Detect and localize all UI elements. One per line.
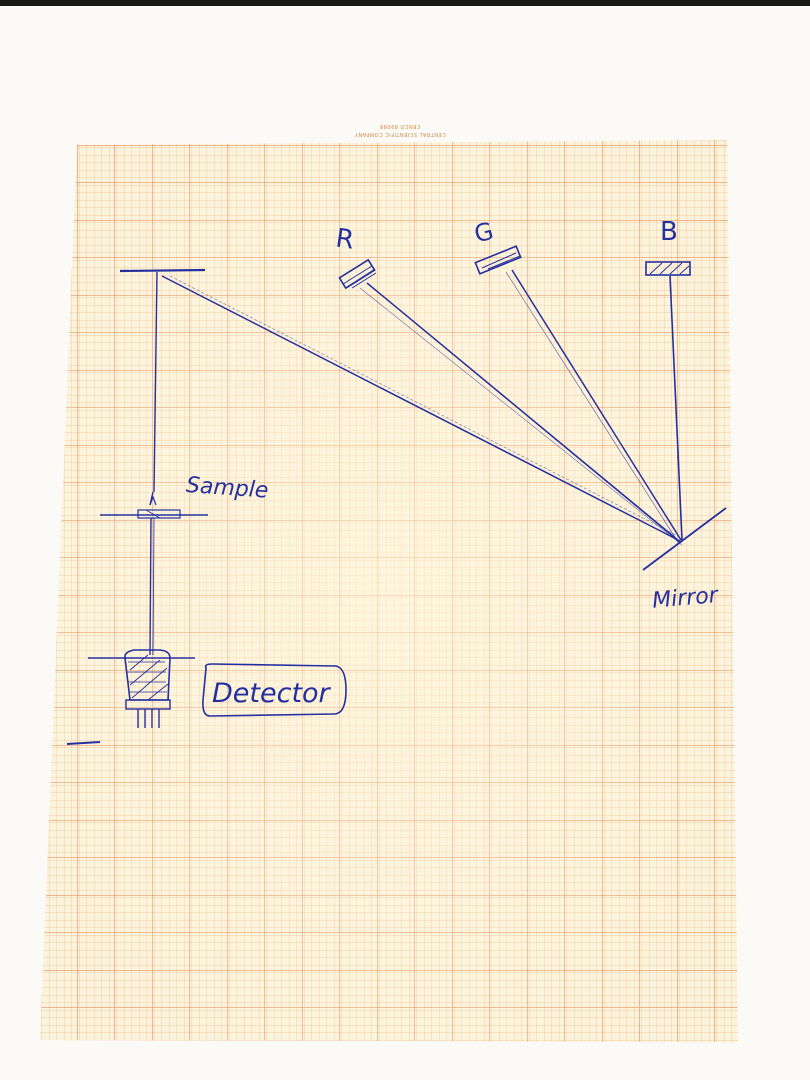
vertical-beam: [149, 271, 158, 656]
paper-printer-caption: CENTRAL SCIENTIFIC COMPANY CENCO 89088: [330, 122, 470, 138]
red-source-emitter: [338, 258, 377, 290]
red-source-label: R: [334, 223, 356, 255]
printer-caption-line-2: CENCO 89088: [379, 123, 421, 129]
mirror: [642, 507, 727, 571]
detector-label-box: Detector: [202, 663, 347, 717]
printer-caption-line-1: CENTRAL SCIENTIFIC COMPANY: [354, 131, 446, 137]
blue-source-emitter: [645, 261, 691, 276]
blue-source-label: B: [660, 217, 678, 247]
light-beams: [161, 269, 683, 546]
green-source-emitter: [474, 245, 522, 275]
grid-area: [40, 140, 738, 1042]
reflector-plate: [119, 268, 206, 273]
photo-top-edge: [0, 0, 810, 6]
sample-label: Sample: [185, 473, 269, 504]
stray-pen-mark: [66, 741, 101, 745]
sample-holder: [100, 509, 208, 519]
mirror-label: Mirror: [651, 583, 721, 614]
detector: [88, 649, 195, 728]
detector-label: Detector: [212, 678, 332, 709]
